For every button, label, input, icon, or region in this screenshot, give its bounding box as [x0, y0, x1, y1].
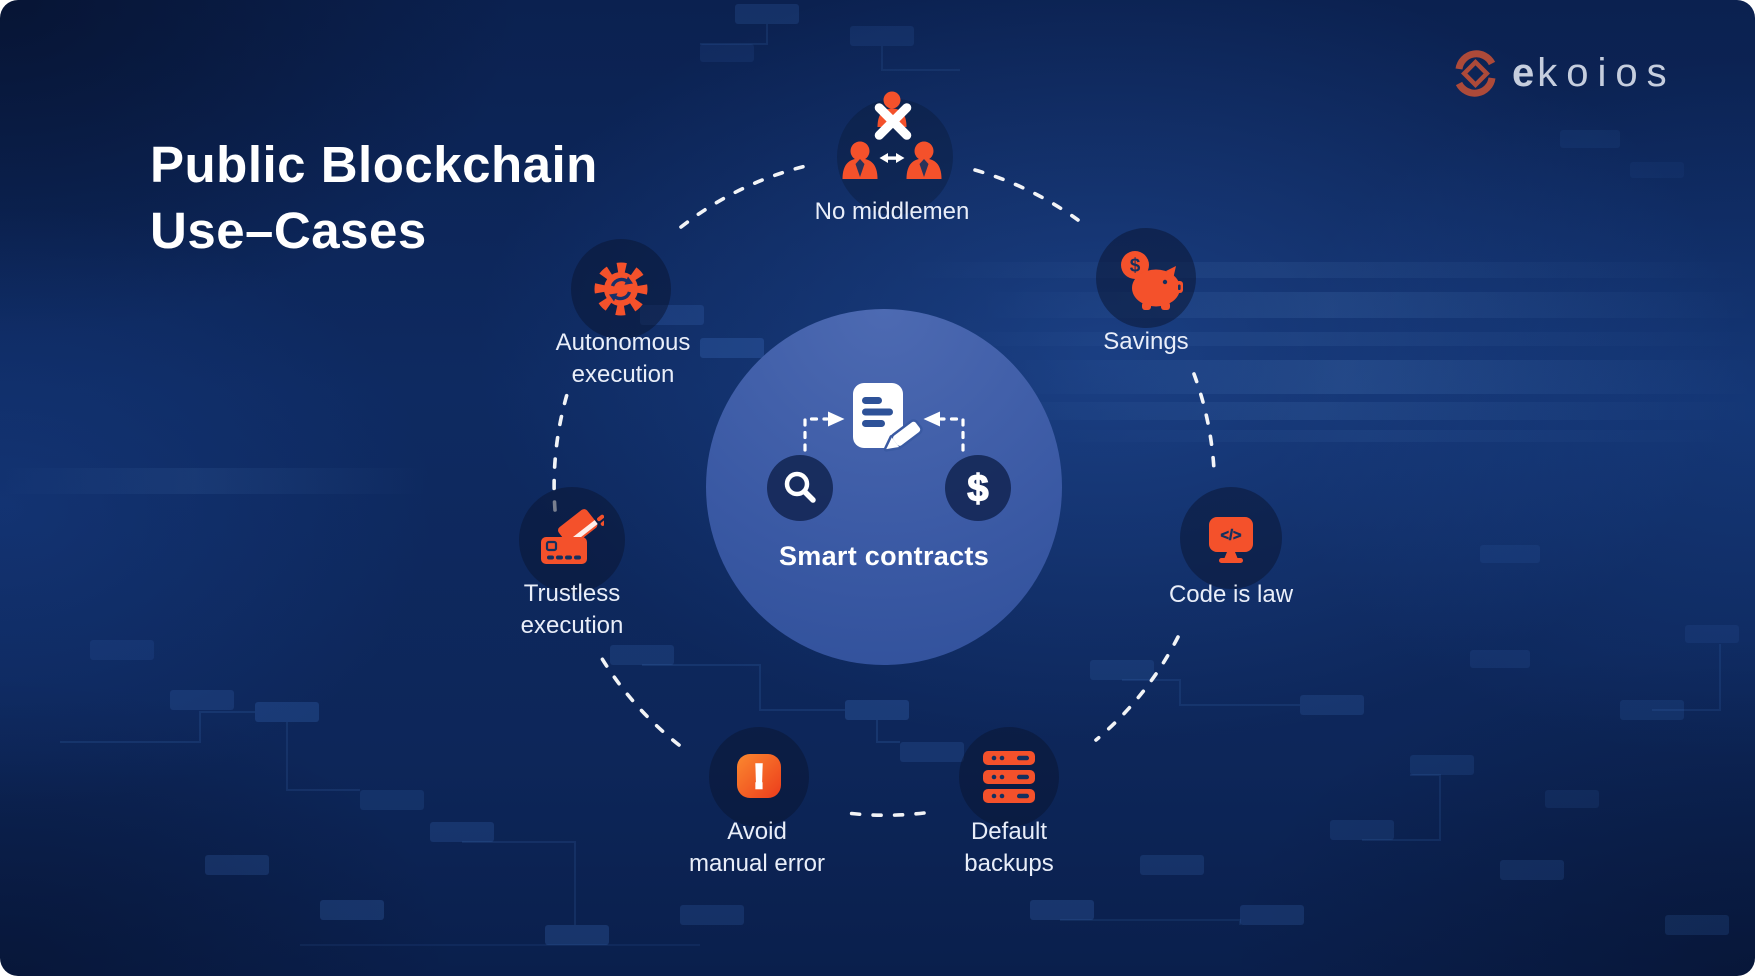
no-middlemen-icon [842, 91, 942, 179]
warning-icon: ! [737, 754, 781, 798]
pencil-icon [883, 419, 923, 452]
autonomous-execution-label: Autonomous execution [555, 329, 691, 388]
default-backups-label: Default backups [964, 818, 1054, 877]
page-title: Public Blockchain Use–Cases [150, 132, 870, 264]
double-arrow [879, 153, 905, 163]
ekoios-logo: e koios [1452, 50, 1676, 97]
no-middlemen-label: No middlemen [814, 198, 970, 225]
coin: $ [1121, 251, 1149, 279]
ekoios-logo-text: e koios [1512, 51, 1676, 96]
flowchart-connectors [60, 24, 1721, 946]
piggy-bank-icon: $ [1121, 251, 1183, 310]
avoid-manual-error-label: Avoid manual error [688, 818, 826, 877]
trustless-execution-label: Trustless execution [520, 580, 624, 639]
svg-text:</>: </> [1221, 528, 1242, 544]
page-title-line2: Use–Cases [150, 202, 427, 259]
logo-letter-bold: e [1512, 51, 1536, 95]
light-streaks [0, 262, 1755, 494]
search-circle [767, 455, 833, 521]
arc-trustless-to-autonomous [552, 389, 570, 512]
svg-text:$: $ [1130, 256, 1141, 277]
credit-cards-icon [541, 509, 604, 564]
smart-contract-document-art [803, 383, 965, 452]
svg-text:!: ! [753, 758, 764, 796]
arc-avoid-to-trustless [599, 655, 681, 747]
arc-backups-to-avoid [845, 811, 926, 818]
svg-text:$: $ [967, 468, 988, 510]
savings-label: Savings [1103, 328, 1189, 355]
gear-sync-icon [594, 262, 648, 316]
x-mark [874, 103, 912, 140]
page-title-line1: Public Blockchain [150, 136, 598, 193]
server-stack-icon [983, 751, 1035, 803]
ekoios-logo-icon [1455, 50, 1496, 97]
search-icon [784, 471, 816, 503]
right-dashed-arrow [923, 411, 965, 452]
dollar-circle: $ [945, 455, 1011, 521]
arc-code-is-law-to-backups [1094, 635, 1180, 742]
arc-savings-to-code-is-law [1192, 372, 1216, 472]
dollar-icon: $ [967, 467, 990, 510]
code-monitor-icon: </> [1209, 517, 1253, 563]
left-dashed-arrow [803, 411, 845, 452]
code-is-law-label: Code is law [1168, 581, 1294, 608]
logo-letters-light: koios [1537, 51, 1676, 95]
smart-contracts-label: Smart contracts [778, 541, 990, 571]
document-icon [853, 383, 903, 448]
arc-autonomous-to-no-middlemen [679, 163, 812, 229]
arc-no-middlemen-to-savings [973, 168, 1080, 222]
